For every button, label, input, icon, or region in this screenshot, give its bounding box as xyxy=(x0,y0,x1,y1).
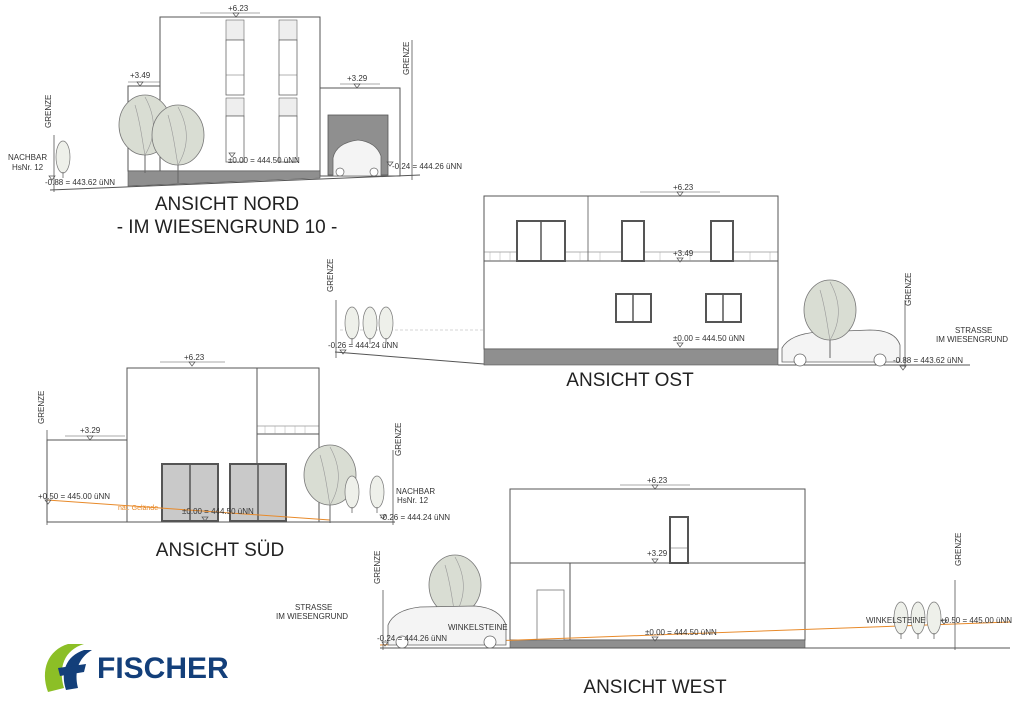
west-title: ANSICHT WEST xyxy=(583,677,727,698)
south-shrub-2 xyxy=(369,475,385,514)
elevation-north: +6.23 +3.49 +3.29 ±0.00 = 444.50 üNN -0.… xyxy=(8,4,462,238)
south-title: ANSICHT SÜD xyxy=(156,540,284,561)
east-lower-windows xyxy=(615,293,742,323)
north-level-garage: +3.29 xyxy=(347,74,368,83)
south-level-mid: +3.29 xyxy=(80,426,101,435)
west-grenze-left: GRENZE xyxy=(373,551,382,584)
west-level-zero: ±0.00 = 444.50 üNN xyxy=(645,628,717,637)
north-lower-windows xyxy=(225,97,298,163)
west-grenze-right: GRENZE xyxy=(954,533,963,566)
north-grenze-left: GRENZE xyxy=(44,95,53,128)
east-level-zero: ±0.00 = 444.50 üNN xyxy=(673,334,745,343)
west-level-mid: +3.29 xyxy=(647,549,668,558)
north-title: ANSICHT NORD xyxy=(155,194,299,215)
west-shrub-3 xyxy=(926,601,942,640)
north-level-zero: ±0.00 = 444.50 üNN xyxy=(228,156,300,165)
south-level-left: +0.50 = 445.00 üNN xyxy=(38,492,110,501)
south-right-upper xyxy=(256,367,320,435)
elevation-south: +6.23 +3.29 ±0.00 = 444.50 üNN +0.50 = 4… xyxy=(37,353,450,561)
east-shrub-3 xyxy=(378,306,394,345)
north-neighbor-label: NACHBAR xyxy=(8,153,47,162)
east-level-mid: +3.49 xyxy=(673,249,694,258)
north-subtitle: - IM WIESENGRUND 10 - xyxy=(117,217,338,238)
east-car xyxy=(781,329,901,367)
east-ground-band xyxy=(483,348,779,366)
north-car xyxy=(332,139,382,177)
west-street-label: STRASSE xyxy=(295,603,332,612)
west-door xyxy=(536,589,565,641)
south-neighbor-label: NACHBAR xyxy=(396,487,435,496)
west-street-name: IM WIESENGRUND xyxy=(276,612,348,621)
south-level-zero: ±0.00 = 444.50 üNN xyxy=(182,507,254,516)
west-window xyxy=(669,516,689,564)
west-winkel-left: WINKELSTEINE xyxy=(448,623,508,632)
east-shrub-1 xyxy=(344,306,360,345)
east-street-label: STRASSE xyxy=(955,326,992,335)
east-upper-windows xyxy=(516,220,734,262)
east-grenze-left: GRENZE xyxy=(326,259,335,292)
west-upper-volume xyxy=(509,488,806,564)
east-shrub-2 xyxy=(362,306,378,345)
north-level-top: +6.23 xyxy=(228,4,249,13)
west-level-right: +0.50 = 445.00 üNN xyxy=(940,616,1012,625)
south-level-right: -0.26 = 444.24 üNN xyxy=(380,513,450,522)
west-level-top: +6.23 xyxy=(647,476,668,485)
east-level-left: -0.26 = 444.24 üNN xyxy=(328,341,398,350)
north-ground-band xyxy=(127,170,321,187)
north-shrub xyxy=(55,140,71,179)
north-level-right: -0.24 = 444.26 üNN xyxy=(392,162,462,171)
north-terrain-line xyxy=(49,174,421,191)
east-level-right: -0.88 = 443.62 üNN xyxy=(893,356,963,365)
fischer-logo-icon xyxy=(44,644,92,692)
south-neighbor-number: HsNr. 12 xyxy=(397,496,429,505)
north-upper-windows xyxy=(225,19,298,96)
south-grenze-left: GRENZE xyxy=(37,391,46,424)
south-level-top: +6.23 xyxy=(184,353,205,362)
west-ground-band xyxy=(509,639,806,649)
elevation-west: +6.23 +3.29 ±0.00 = 444.50 üNN -0.24 = 4… xyxy=(276,476,1012,698)
south-terrain-line xyxy=(46,499,331,521)
north-neighbor-number: HsNr. 12 xyxy=(12,163,44,172)
south-shrub-1 xyxy=(344,475,360,514)
east-title: ANSICHT OST xyxy=(566,370,694,391)
east-level-top: +6.23 xyxy=(673,183,694,192)
south-terrain-label: nat. Gelände xyxy=(118,505,158,512)
fischer-logo: FISCHER xyxy=(44,644,229,692)
west-car xyxy=(387,605,507,649)
south-left-volume xyxy=(46,439,130,523)
fischer-logo-text: FISCHER xyxy=(97,652,229,685)
west-level-left: -0.24 = 444.26 üNN xyxy=(377,634,447,643)
north-level-left: -0.88 = 443.62 üNN xyxy=(45,178,115,187)
north-level-mid: +3.49 xyxy=(130,71,151,80)
east-grenze-right: GRENZE xyxy=(904,273,913,306)
elevation-east: +6.23 +3.49 ±0.00 = 444.50 üNN -0.26 = 4… xyxy=(326,183,1008,391)
north-grenze-right: GRENZE xyxy=(402,42,411,75)
west-winkel-right: WINKELSTEINE xyxy=(866,616,926,625)
south-grenze-right: GRENZE xyxy=(394,423,403,456)
east-street-name: IM WIESENGRUND xyxy=(936,335,1008,344)
